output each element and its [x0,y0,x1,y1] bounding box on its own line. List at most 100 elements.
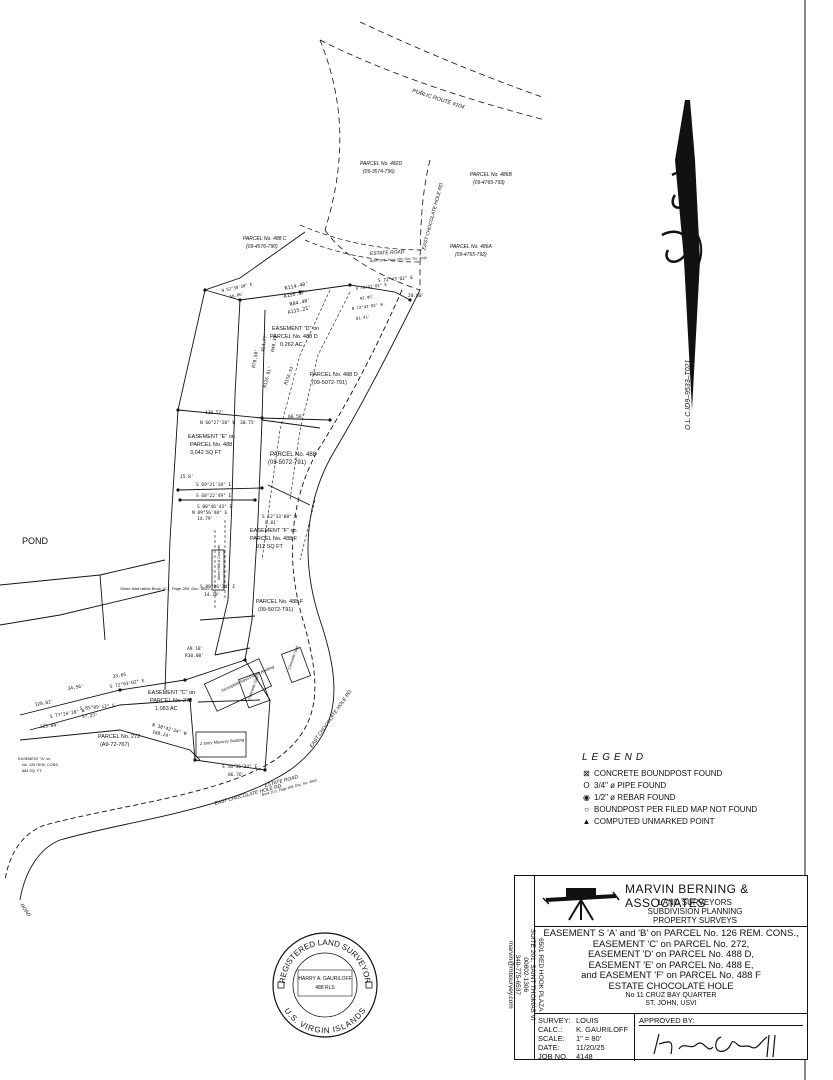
dim-d36: 86.76' [228,772,244,778]
address-line-2: SUITE 201, SAINT THOMAS VI 00802-1306 [521,928,537,1021]
dim-d13: 30.75' [240,420,256,426]
calc-key: CALC.: [538,1025,563,1034]
legend-item: ⊠ CONCRETE BOUNDPOST FOUND [582,768,812,780]
firm-line-1: LAND SURVEYORS [658,898,732,907]
dim-d16: 15.8' [180,474,194,480]
job-key: JOB NO. [538,1052,569,1061]
dim-d22: 8.81' [265,520,279,526]
legend-title: LEGEND [582,752,648,763]
parcel-488c-id: (09-4576-790) [246,244,278,250]
north-arrow-icon [661,100,703,410]
public-route-label: PUBLIC ROUTE #104 [411,88,465,111]
east-chocolate-hole-rd-label-mid: EAST CHOCOLATE HOLE RD. [309,688,354,749]
signature [653,1033,776,1058]
parcel-488d-id: (09-5072-791) [312,380,347,386]
dim-d39: 20.00' [408,293,424,299]
legend-item-label: CONCRETE BOUNDPOST FOUND [594,769,723,778]
dim-d30: 37.27' [82,713,99,720]
parcel-486b-id: (09-4765-793) [473,180,505,186]
dim-d8: 81.41' [355,314,370,321]
concrete-boundpost-icon: ⊠ [583,769,590,778]
project-line-2: EASEMENT 'C' on PARCEL No. 272, [592,938,750,950]
legend-item: ▲ COMPUTED UNMARKED POINT [582,816,812,828]
approved-divider [639,1025,803,1026]
seal-bottom-text: U.S. VIRGIN ISLANDS [283,1006,368,1035]
project-line-1: EASEMENT S 'A' and 'B' on PARCEL No. 126… [543,928,799,939]
approved-label: APPROVED BY: [639,1016,695,1025]
concrete-slab-2 [280,646,312,684]
easement-c-area: 1.083 AC [155,706,178,712]
easement-d-label: EASEMENT "D" on [272,326,319,332]
parcel-486a-name: PARCEL No. 486A [450,244,492,250]
dim-d5: S 72°43'02" E [355,282,387,291]
job-value: 4148 [576,1052,593,1061]
easement-a-area: 884 SQ. FT. [22,769,42,773]
easement-e-area: 3,042 SQ FT [190,450,222,456]
dim-d14: 66.56' [288,414,304,420]
pipe-icon: O [583,781,590,790]
estate-road-top-ref: Book 11-1, Page 289, Doc. No. 4843 [370,256,427,263]
project-description: EASEMENT S 'A' and 'B' on PARCEL No. 126… [535,926,807,1014]
easement-d-parcel: PARCEL No. 488 D [270,334,318,340]
neighbor-note: Stone Wall within Book 11-1, Page 289, D… [120,586,210,591]
public-route-road [319,21,546,291]
address-strip: 6501 RED HOOK PLAZA SUITE 201, SAINT THO… [507,876,544,1059]
legend-item-label: BOUNDPOST PER FILED MAP NOT FOUND [594,805,758,814]
dim-d2: A156.17' [283,289,308,300]
title-block: 6501 RED HOOK PLAZA SUITE 201, SAINT THO… [507,875,808,1061]
calc-value: K. GAURILOFF [576,1025,629,1034]
dim-d43: A54.77' [260,333,269,353]
parcel-488-name: PARCEL No. 488 [270,452,317,458]
seal-license: 488 RLS [315,985,335,991]
dim-d35: S 56°36'34" E [222,764,258,770]
seal-left-mark-icon [277,981,285,989]
firm-services: LAND SURVEYORS SUBDIVISION PLANNING PROP… [645,898,745,925]
dim-d29: S 85°09'12" E [80,703,116,712]
legend-item: ◉ 1/2" ø REBAR FOUND [582,792,812,804]
parcel-482d-id: (09-3574-796) [363,169,395,175]
surveyor-seal: REGISTERED LAND SURVEYOR U.S. VIRGIN ISL… [272,932,378,1038]
pond-label: POND [22,536,49,546]
easement-labels: EASEMENT "D" on PARCEL No. 488 D 0.262 A… [18,326,319,773]
dimension-labels: R114.40' A156.17' R84.40' A115.21' S 72°… [34,275,424,778]
firm-header: MARVIN BERNING & ASSOCIATES LAND SURVEYO… [535,876,807,927]
project-line-3: EASEMENT 'D' on PARCEL No. 488 D, [587,949,755,960]
dim-d24: 14.39' [204,592,220,598]
building-label-b4: 2 Story Masonry Building [199,737,246,746]
dim-d7: N 72°43'02" W [351,302,383,311]
parcel-488f-name: PARCEL No. 488 F [256,599,304,605]
boundpost-not-found-icon: ○ [584,805,589,814]
buildings [195,549,312,758]
easement-e-label: EASEMENT "E" on [188,434,235,440]
parcel-272-name: PARCEL No. 272 [98,734,140,740]
project-line-6: ESTATE CHOCOLATE HOLE [608,980,734,992]
scale-key: SCALE: [538,1034,565,1043]
parcel-488d-name: PARCEL No. 488 D [310,372,358,378]
dim-d44: R48.38' [270,333,279,353]
stone-wall [211,549,225,591]
surveyor-logo-icon [542,888,620,921]
dim-d9: N 52°38'30" E [221,281,253,293]
easement-f-label: EASEMENT "F" on [250,528,297,534]
easement-a-label: EASEMENT "A" on [18,757,50,761]
east-chocolate-hole-road [4,289,421,901]
easement-c-parcel: PARCEL No. 272 [150,698,192,704]
building-label-b5: Stone Wall & Concrete [217,545,221,580]
project-line-4: EASEMENT 'E' on PARCEL No. 488 E, [588,959,754,971]
estate-road-top-label: ESTATE ROAD [370,249,405,257]
project-line-7: No 11 CRUZ BAY QUARTER [625,992,717,999]
estate-road-top [299,224,426,263]
dim-d40: R78.58' [251,349,260,369]
building-label-b1: Incomplete Steel Frame Building [220,664,275,693]
dim-d38: R30.00' [185,653,204,659]
east-chocolate-hole-rd-label-top: EAST CHOCOLATE HOLE RD. [421,181,445,250]
date-value: 11/20/25 [576,1043,605,1052]
firm-line-2: SUBDIVISION PLANNING [647,907,743,916]
computed-point-icon: ▲ [582,817,591,826]
concrete-slab-1 [238,671,270,709]
dim-d42: R126.91' [262,366,273,389]
seal-name: HARRY A. GAURILOFF [298,976,351,982]
dim-d23: S 89°06'34" E [200,584,236,590]
parcel-482d-name: PARCEL No. 482D [360,161,402,167]
